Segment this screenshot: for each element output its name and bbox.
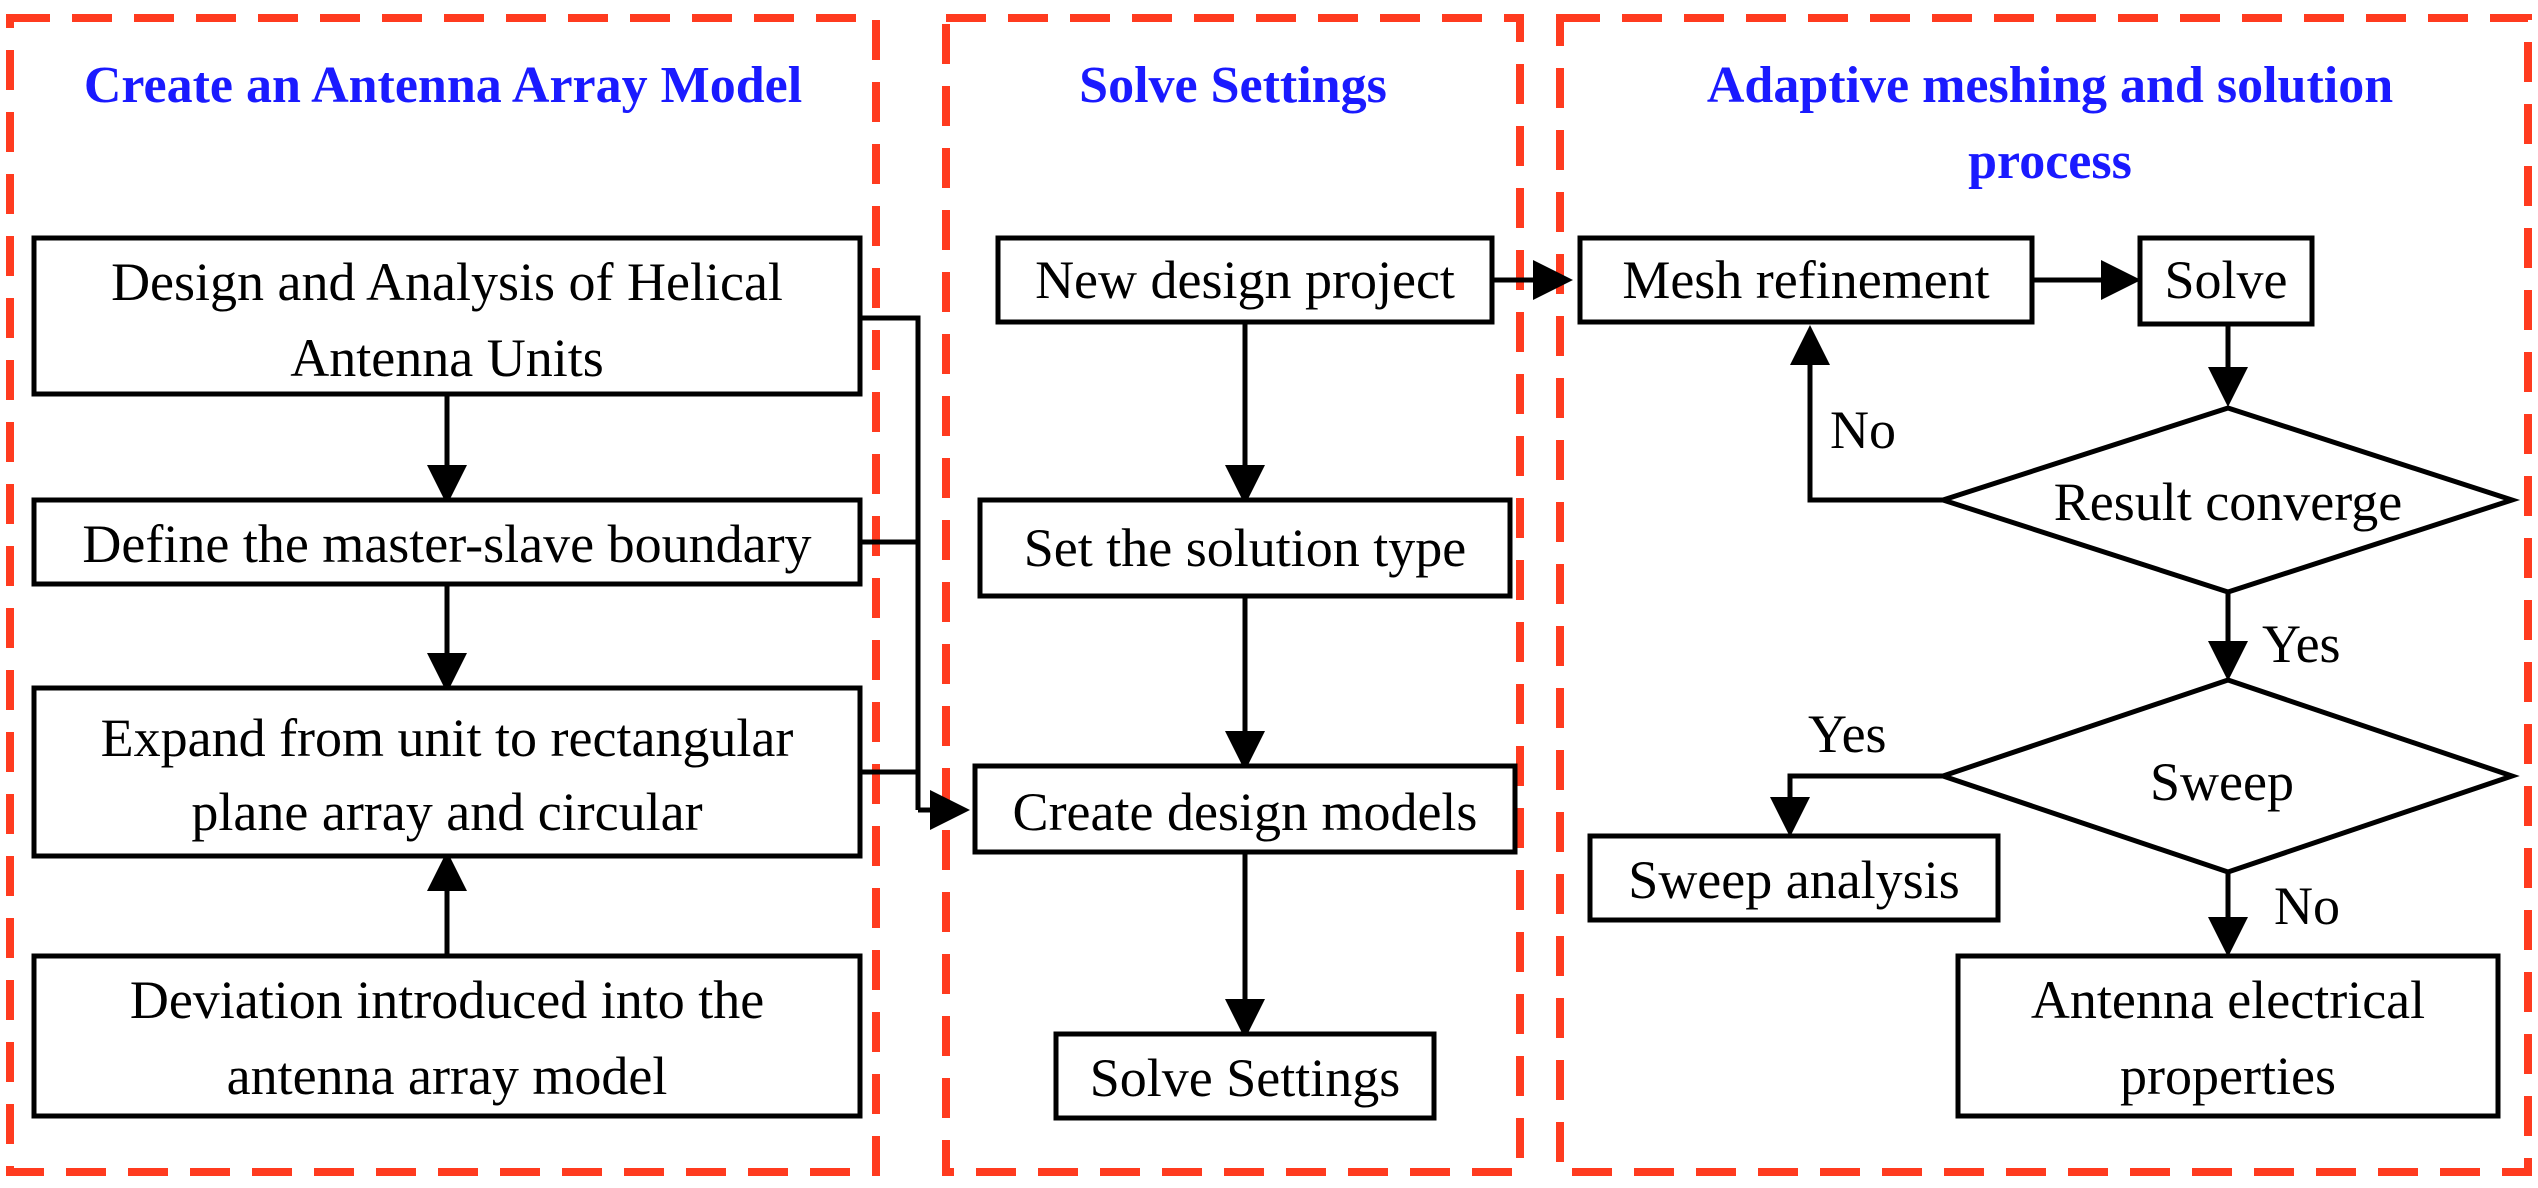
edge-helical-to-bus [860, 315, 921, 810]
edge-label-converge-yes: Yes [2262, 614, 2341, 674]
node-expand-array: Expand from unit to rectangular plane ar… [31, 685, 863, 859]
svg-text:Deviation introduced into the: Deviation introduced into the [130, 970, 764, 1030]
svg-text:Result converge: Result converge [2054, 472, 2402, 532]
svg-text:Antenna electrical: Antenna electrical [2031, 970, 2425, 1030]
svg-text:Solve Settings: Solve Settings [1090, 1048, 1401, 1108]
node-create-design-models: Create design models [972, 763, 1518, 855]
svg-text:Create design models: Create design models [1013, 782, 1478, 842]
edge-label-converge-no: No [1830, 400, 1896, 460]
panel-title-adaptive-meshing-line2: process [1968, 133, 2132, 190]
node-sweep-analysis: Sweep analysis [1587, 833, 2001, 923]
node-set-solution-type: Set the solution type [977, 497, 1513, 599]
edge-converge-no-to-mesh-refinement [1790, 325, 1943, 503]
panel-title-solve-settings: Solve Settings [1079, 57, 1387, 114]
svg-text:Design and Analysis of Helical: Design and Analysis of Helical [111, 252, 783, 312]
node-antenna-electrical-properties: Antenna electrical properties [1955, 953, 2501, 1119]
node-result-converge: Result converge [1934, 405, 2521, 595]
svg-text:Sweep analysis: Sweep analysis [1628, 850, 1959, 910]
node-new-design-project: New design project [995, 235, 1495, 325]
panel-title-create-model: Create an Antenna Array Model [84, 57, 802, 114]
edge-label-sweep-no: No [2274, 876, 2340, 936]
edges [427, 260, 2248, 1039]
edge-label-sweep-yes: Yes [1808, 704, 1887, 764]
svg-text:New design project: New design project [1035, 250, 1455, 310]
svg-text:Solve: Solve [2164, 250, 2287, 310]
panel-adaptive-meshing: Adaptive meshing and solution process [1556, 14, 2532, 1176]
svg-text:Sweep: Sweep [2150, 752, 2294, 812]
svg-text:Mesh refinement: Mesh refinement [1622, 250, 1989, 310]
panel-solve-settings: Solve Settings [942, 14, 1524, 1176]
node-helical-antenna-units: Design and Analysis of Helical Antenna U… [31, 235, 863, 397]
svg-text:antenna array model: antenna array model [227, 1046, 668, 1106]
node-mesh-refinement: Mesh refinement [1577, 235, 2035, 325]
node-sweep: Sweep [1935, 677, 2520, 875]
svg-text:Antenna Units: Antenna Units [290, 328, 603, 388]
svg-text:Set the solution type: Set the solution type [1024, 518, 1466, 578]
panel-title-adaptive-meshing-line1: Adaptive meshing and solution [1707, 57, 2393, 114]
svg-text:Define the master-slave bounda: Define the master-slave boundary [82, 514, 811, 574]
svg-text:Expand from unit to rectangula: Expand from unit to rectangular [101, 708, 794, 768]
node-deviation: Deviation introduced into the antenna ar… [31, 953, 863, 1119]
node-solve-settings: Solve Settings [1053, 1031, 1437, 1121]
panel-create-model: Create an Antenna Array Model [6, 14, 880, 1176]
edge-sweep-yes-to-sweep-analysis [1770, 773, 1943, 837]
node-solve: Solve [2137, 235, 2315, 327]
node-master-slave-boundary: Define the master-slave boundary [31, 497, 863, 587]
svg-text:properties: properties [2120, 1046, 2336, 1106]
svg-text:plane array and circular: plane array and circular [191, 782, 702, 842]
